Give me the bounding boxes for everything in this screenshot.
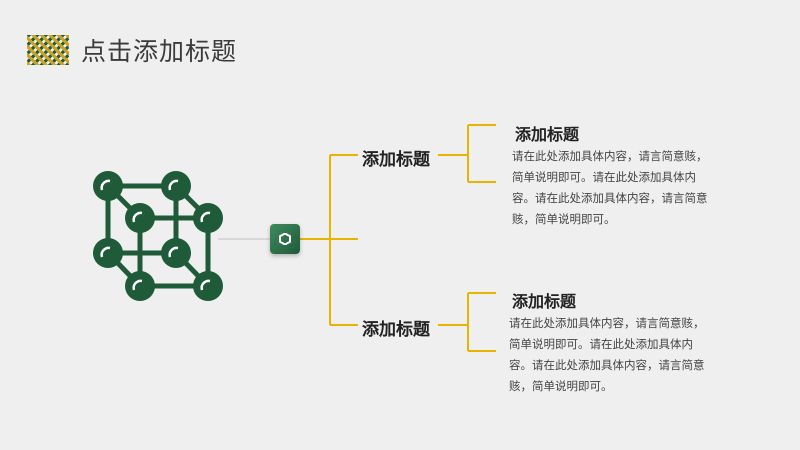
branch-label-2: 添加标题 <box>362 320 430 340</box>
branch-title-1: 添加标题 <box>515 125 580 144</box>
diagonal-pattern-logo-icon <box>27 35 69 65</box>
molecule-nodes <box>93 171 223 301</box>
branch-body-1: 请在此处添加具体内容，请言简意赅，简单说明即可。请在此处添加具体内容。请在此处添… <box>512 149 708 226</box>
branch-connectors <box>300 124 496 352</box>
branch-label-1: 添加标题 <box>362 150 430 170</box>
branch-title-2: 添加标题 <box>512 292 577 311</box>
molecule-cube-icon <box>105 183 211 289</box>
header: 点击添加标题 <box>27 32 237 68</box>
page-title: 点击添加标题 <box>81 37 238 66</box>
center-node <box>270 224 300 254</box>
hexagon-icon <box>279 233 291 245</box>
branch-body-2: 请在此处添加具体内容，请言简意赅，简单说明即可。请在此处添加具体内容。请在此处添… <box>509 316 705 393</box>
molecule-node-highlights <box>100 179 211 291</box>
